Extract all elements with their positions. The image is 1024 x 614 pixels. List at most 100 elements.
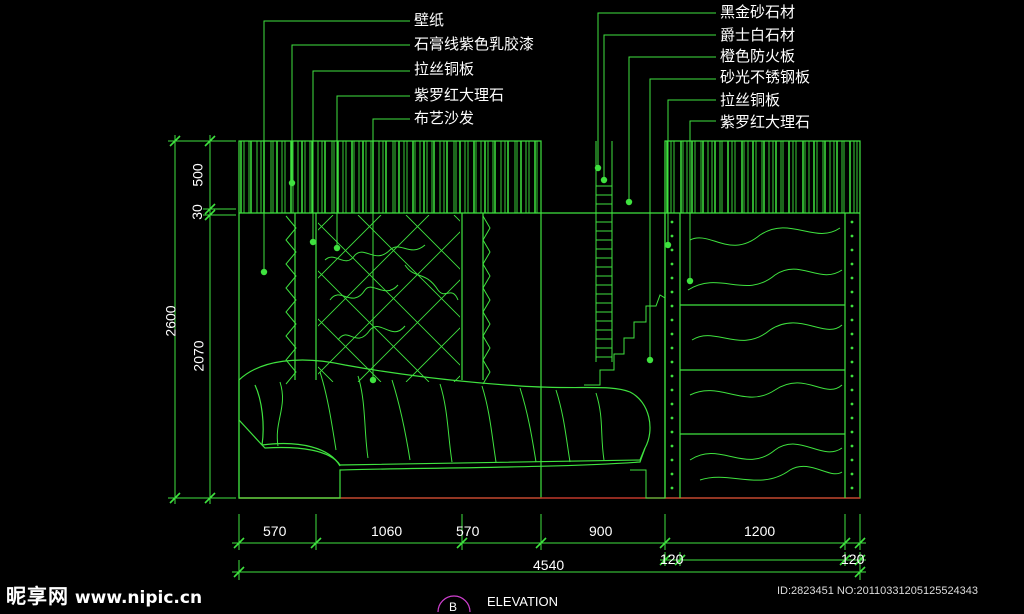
- label-purple-marble: 紫罗红大理石: [414, 86, 505, 104]
- rivet: [850, 304, 854, 308]
- dim-tick: [204, 203, 216, 215]
- sofa-stripe: [439, 383, 453, 463]
- lattice-line: [550, 215, 717, 382]
- lattice-line: [405, 215, 460, 270]
- rivet: [670, 458, 674, 462]
- lattice-line: [598, 215, 765, 382]
- rivet: [670, 486, 674, 490]
- watermark-cn: 昵享网: [6, 584, 69, 608]
- label-brushed-copper-right: 拉丝铜板: [720, 91, 781, 109]
- rivet: [850, 318, 854, 322]
- image-id: ID:2823451 NO:20110331205125524343: [777, 585, 979, 597]
- lattice-line: [550, 215, 717, 382]
- sofa-stripe: [357, 375, 369, 459]
- dim-30: 30: [188, 204, 205, 220]
- marble-vein: [687, 268, 843, 291]
- leader-line: [372, 118, 410, 380]
- watermark-url: www.nipic.cn: [74, 588, 203, 608]
- leader-line: [291, 44, 410, 183]
- rivet: [850, 472, 854, 476]
- leader-line: [628, 56, 716, 202]
- sofa-stripe: [319, 371, 337, 451]
- marble-vein: [691, 322, 843, 341]
- rivet: [850, 262, 854, 266]
- section-tag-circle: [437, 595, 471, 612]
- black-gold-stone-strip: [584, 141, 666, 499]
- dim-120-a: 120: [660, 551, 684, 567]
- dimension-lines: [168, 135, 866, 580]
- rivet: [850, 430, 854, 434]
- marble-vein: [689, 227, 841, 246]
- leader-dot: [369, 376, 377, 384]
- rivet: [670, 290, 674, 294]
- label-black-gold-stone: 黑金砂石材: [720, 3, 796, 21]
- marble-veins: [324, 220, 854, 490]
- rivet: [850, 416, 854, 420]
- leader-dot: [646, 356, 654, 364]
- lattice-line: [357, 279, 460, 382]
- dim-tick: [310, 537, 322, 549]
- rivet: [670, 388, 674, 392]
- rivet: [670, 332, 674, 336]
- rivet: [670, 220, 674, 224]
- rivet: [850, 248, 854, 252]
- stepped-edge: [584, 294, 666, 499]
- dim-tick: [233, 566, 245, 578]
- label-brushed-copper: 拉丝铜板: [414, 60, 475, 78]
- leader-line: [603, 34, 716, 180]
- label-sanded-steel: 砂光不锈钢板: [720, 68, 811, 86]
- pilaster-zigzag: [285, 215, 297, 385]
- sofa-stripe: [595, 392, 605, 461]
- leader-line: [312, 70, 410, 242]
- dim-120-b: 120: [841, 551, 865, 567]
- marble-vein: [689, 382, 843, 398]
- marble-vein: [337, 325, 406, 341]
- dim-500: 500: [189, 163, 206, 187]
- leader-dot: [594, 164, 602, 172]
- dim-tick: [659, 537, 671, 549]
- leader-dot: [625, 198, 633, 206]
- dim-tick: [204, 492, 216, 504]
- dim-tick: [854, 537, 866, 549]
- leader-dot: [333, 244, 341, 252]
- dim-2600: 2600: [162, 305, 179, 337]
- dim-1060: 1060: [371, 523, 403, 539]
- leader-line: [689, 120, 716, 281]
- elevation-title: ELEVATION: [487, 594, 559, 609]
- sofa-stripe: [481, 385, 497, 463]
- leader-line: [263, 20, 410, 272]
- rivet: [850, 346, 854, 350]
- dim-1200: 1200: [744, 523, 776, 539]
- lattice-line: [318, 318, 382, 382]
- dim-tick: [233, 537, 245, 549]
- dim-tick: [169, 492, 181, 504]
- dim-tick: [456, 537, 468, 549]
- rivet: [850, 374, 854, 378]
- rivet: [850, 444, 854, 448]
- rivet: [850, 234, 854, 238]
- label-fabric-sofa: 布艺沙发: [414, 109, 475, 127]
- rivet: [670, 262, 674, 266]
- rivet: [670, 318, 674, 322]
- leader-dot: [260, 268, 268, 276]
- sofa-stripe: [555, 389, 571, 463]
- leader-dot: [686, 277, 694, 285]
- lattice-line: [405, 327, 460, 382]
- sofa-upholstery-stripes: [276, 371, 605, 463]
- label-wallpaper: 壁纸: [414, 11, 445, 29]
- rivet: [670, 360, 674, 364]
- leader-dot: [288, 179, 296, 187]
- lattice-line: [598, 215, 765, 382]
- leader-line: [649, 78, 716, 360]
- leader-dot: [309, 238, 317, 246]
- watermark-logo: 昵享网 www.nipic.cn: [6, 580, 202, 609]
- leader-dot: [664, 241, 672, 249]
- rivet: [670, 444, 674, 448]
- lattice-line: [318, 215, 430, 327]
- dim-tick: [204, 135, 216, 147]
- dim-2070: 2070: [190, 340, 207, 372]
- rivet: [850, 458, 854, 462]
- dim-570-b: 570: [456, 523, 480, 539]
- rivet: [670, 304, 674, 308]
